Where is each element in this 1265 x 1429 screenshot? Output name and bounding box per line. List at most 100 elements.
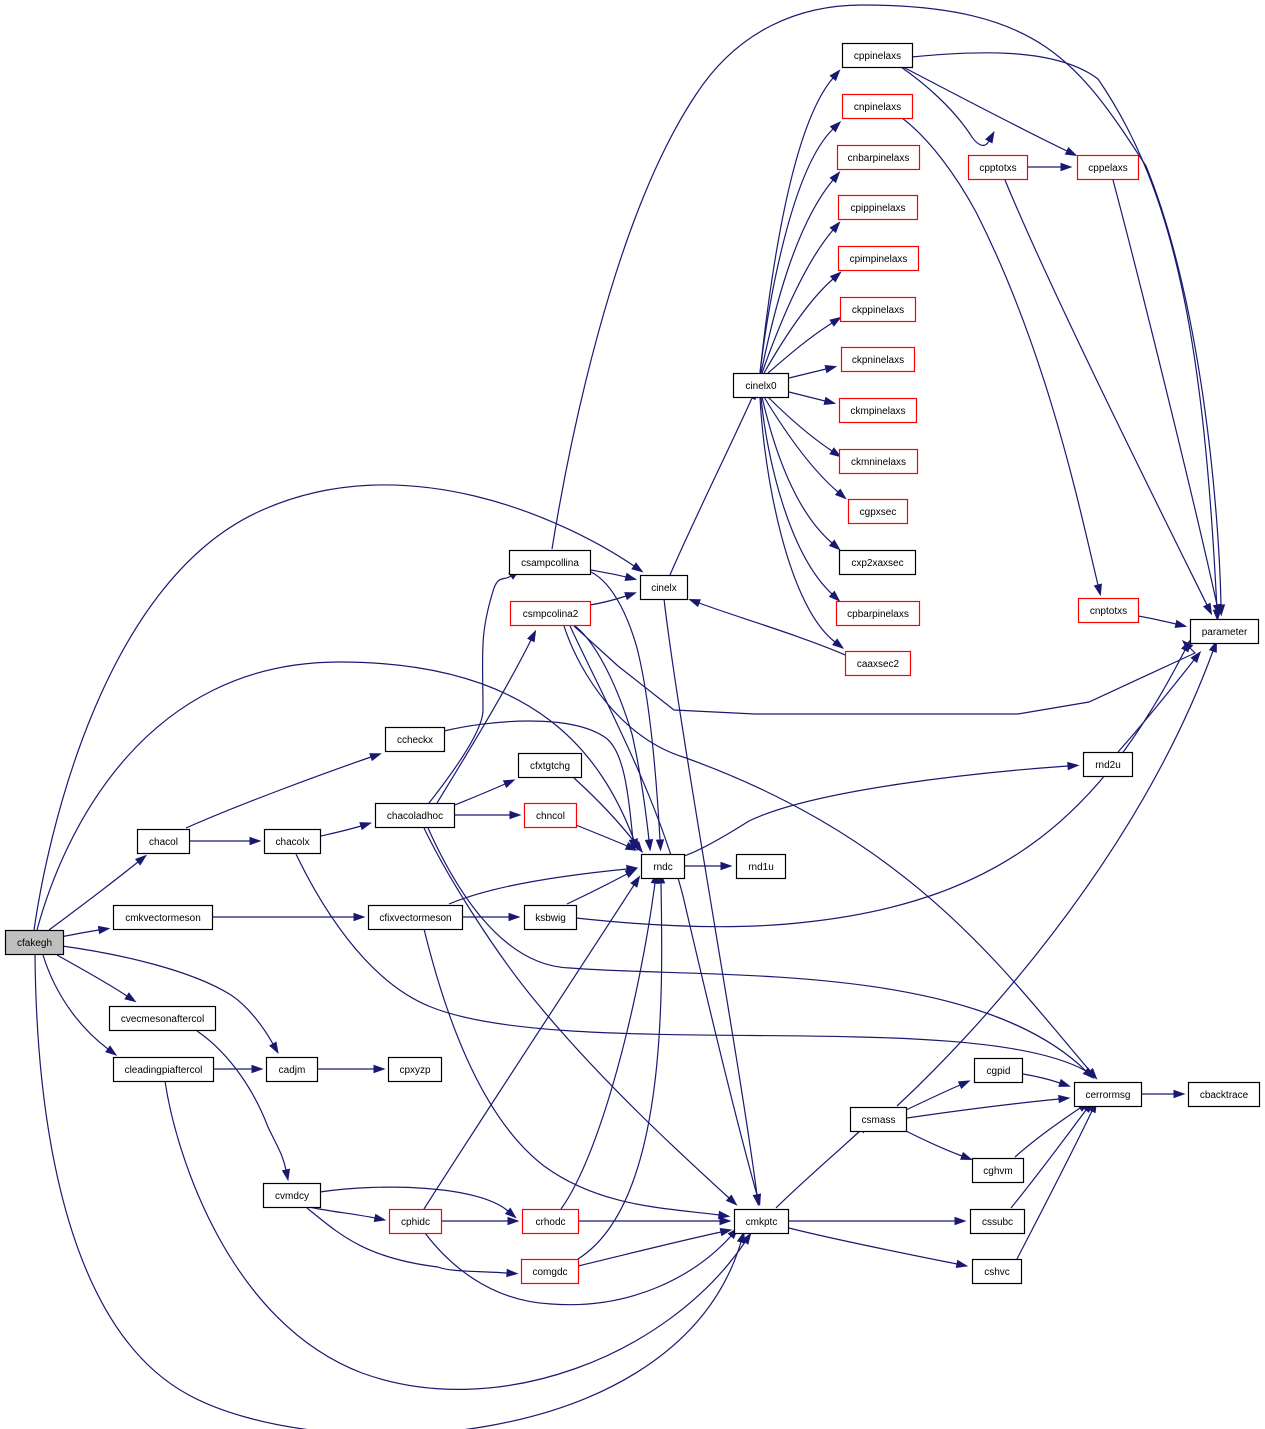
- node-box[interactable]: [838, 448, 919, 475]
- node-cpippinelaxs[interactable]: cpippinelaxs: [837, 194, 919, 221]
- node-box[interactable]: [1189, 618, 1260, 645]
- node-cmkptc[interactable]: cmkptc: [733, 1208, 790, 1235]
- node-box[interactable]: [640, 853, 686, 880]
- node-cnpinelaxs[interactable]: cnpinelaxs: [841, 93, 914, 120]
- node-crhodc[interactable]: crhodc: [521, 1208, 580, 1235]
- node-box[interactable]: [838, 549, 917, 576]
- node-box[interactable]: [733, 1208, 790, 1235]
- node-cbacktrace[interactable]: cbacktrace: [1187, 1081, 1261, 1108]
- node-box[interactable]: [838, 397, 918, 424]
- node-box[interactable]: [837, 245, 920, 272]
- node-cfxtgtchg[interactable]: cfxtgtchg: [517, 752, 583, 779]
- node-cxp2xaxsec[interactable]: cxp2xaxsec: [838, 549, 917, 576]
- node-box[interactable]: [1082, 751, 1134, 778]
- node-box[interactable]: [840, 346, 916, 373]
- node-cgpxsec[interactable]: cgpxsec: [847, 498, 909, 525]
- node-rndc[interactable]: rndc: [640, 853, 686, 880]
- node-ksbwig[interactable]: ksbwig: [523, 904, 578, 931]
- node-box[interactable]: [112, 1056, 215, 1083]
- node-box[interactable]: [523, 802, 578, 829]
- node-box[interactable]: [639, 574, 689, 601]
- node-box[interactable]: [839, 296, 917, 323]
- node-chacolx[interactable]: chacolx: [263, 828, 322, 855]
- node-cfixvectormeson[interactable]: cfixvectormeson: [367, 904, 464, 931]
- node-cadjm[interactable]: cadjm: [265, 1056, 319, 1083]
- node-box[interactable]: [388, 1208, 443, 1235]
- node-box[interactable]: [735, 853, 787, 880]
- node-box[interactable]: [265, 1056, 319, 1083]
- node-cssubc[interactable]: cssubc: [969, 1208, 1026, 1235]
- node-box[interactable]: [136, 828, 191, 855]
- node-cnptotxs[interactable]: cnptotxs: [1077, 597, 1140, 624]
- node-box[interactable]: [112, 904, 214, 931]
- node-caaxsec2[interactable]: caaxsec2: [844, 650, 912, 677]
- node-box[interactable]: [836, 144, 921, 171]
- node-box[interactable]: [517, 752, 583, 779]
- node-box[interactable]: [523, 904, 578, 931]
- node-box[interactable]: [841, 42, 914, 69]
- node-box[interactable]: [367, 904, 464, 931]
- node-box[interactable]: [4, 929, 65, 956]
- node-cleadingpiaftercol[interactable]: cleadingpiaftercol: [112, 1056, 215, 1083]
- node-box[interactable]: [973, 1057, 1024, 1084]
- node-box[interactable]: [387, 1056, 443, 1083]
- node-box[interactable]: [732, 372, 790, 399]
- node-cshvc[interactable]: cshvc: [971, 1258, 1023, 1285]
- node-ckpninelaxs[interactable]: ckpninelaxs: [840, 346, 916, 373]
- node-cvmdcy[interactable]: cvmdcy: [262, 1182, 322, 1209]
- node-cvecmesonaftercol[interactable]: cvecmesonaftercol: [108, 1005, 217, 1032]
- node-cpptotxs[interactable]: cpptotxs: [967, 154, 1029, 181]
- node-cinelx[interactable]: cinelx: [639, 574, 689, 601]
- node-ckmpinelaxs[interactable]: ckmpinelaxs: [838, 397, 918, 424]
- node-box[interactable]: [849, 1106, 908, 1133]
- node-box[interactable]: [835, 600, 921, 627]
- node-box[interactable]: [1076, 154, 1140, 181]
- node-box[interactable]: [841, 93, 914, 120]
- node-box[interactable]: [509, 600, 592, 627]
- node-ckmninelaxs[interactable]: ckmninelaxs: [838, 448, 919, 475]
- node-chncol[interactable]: chncol: [523, 802, 578, 829]
- node-cnbarpinelaxs[interactable]: cnbarpinelaxs: [836, 144, 921, 171]
- node-parameter[interactable]: parameter: [1189, 618, 1260, 645]
- node-rnd1u[interactable]: rnd1u: [735, 853, 787, 880]
- node-ccheckx[interactable]: ccheckx: [384, 726, 446, 753]
- node-cinelx0[interactable]: cinelx0: [732, 372, 790, 399]
- node-box[interactable]: [967, 154, 1029, 181]
- node-chacoladhoc[interactable]: chacoladhoc: [374, 802, 456, 829]
- node-cmkvectormeson[interactable]: cmkvectormeson: [112, 904, 214, 931]
- node-box[interactable]: [520, 1258, 580, 1285]
- node-box[interactable]: [508, 549, 592, 576]
- node-box[interactable]: [384, 726, 446, 753]
- node-csampcollina[interactable]: csampcollina: [508, 549, 592, 576]
- node-comgdc[interactable]: comgdc: [520, 1258, 580, 1285]
- node-cghvm[interactable]: cghvm: [971, 1157, 1025, 1184]
- node-box[interactable]: [1073, 1081, 1143, 1108]
- node-box[interactable]: [844, 650, 912, 677]
- node-csmpcolina2[interactable]: csmpcolina2: [509, 600, 592, 627]
- node-box[interactable]: [262, 1182, 322, 1209]
- node-cppinelaxs[interactable]: cppinelaxs: [841, 42, 914, 69]
- node-box[interactable]: [374, 802, 456, 829]
- node-box[interactable]: [837, 194, 919, 221]
- node-box[interactable]: [971, 1157, 1025, 1184]
- node-cgpid[interactable]: cgpid: [973, 1057, 1024, 1084]
- node-csmass[interactable]: csmass: [849, 1106, 908, 1133]
- node-box[interactable]: [969, 1208, 1026, 1235]
- node-box[interactable]: [1077, 597, 1140, 624]
- node-cpbarpinelaxs[interactable]: cpbarpinelaxs: [835, 600, 921, 627]
- node-chacol[interactable]: chacol: [136, 828, 191, 855]
- node-rnd2u[interactable]: rnd2u: [1082, 751, 1134, 778]
- node-box[interactable]: [521, 1208, 580, 1235]
- node-cppelaxs[interactable]: cppelaxs: [1076, 154, 1140, 181]
- node-cpimpinelaxs[interactable]: cpimpinelaxs: [837, 245, 920, 272]
- node-cerrormsg[interactable]: cerrormsg: [1073, 1081, 1143, 1108]
- node-box[interactable]: [108, 1005, 217, 1032]
- node-box[interactable]: [1187, 1081, 1261, 1108]
- node-ckppinelaxs[interactable]: ckppinelaxs: [839, 296, 917, 323]
- node-cfakegh[interactable]: cfakegh: [4, 929, 65, 956]
- node-cphidc[interactable]: cphidc: [388, 1208, 443, 1235]
- node-cpxyzp[interactable]: cpxyzp: [387, 1056, 443, 1083]
- node-box[interactable]: [971, 1258, 1023, 1285]
- node-box[interactable]: [847, 498, 909, 525]
- node-box[interactable]: [263, 828, 322, 855]
